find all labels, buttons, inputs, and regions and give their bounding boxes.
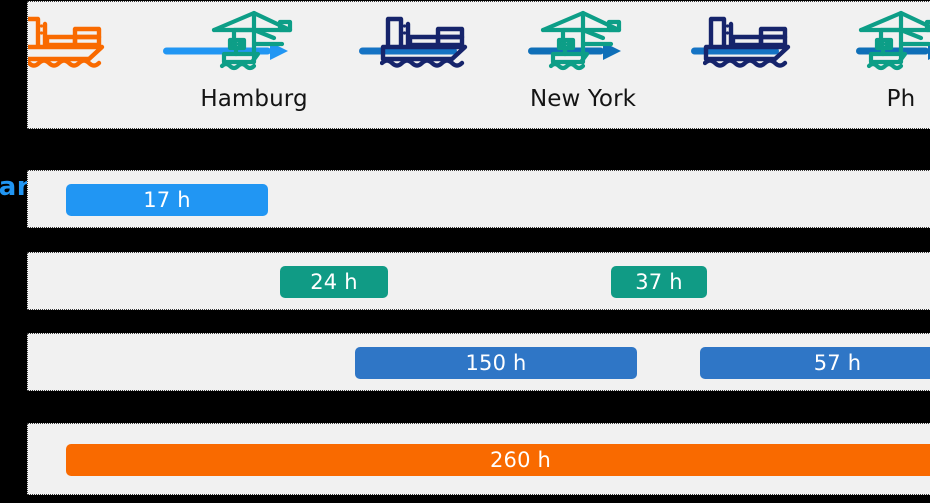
gantt-row: 17 h <box>27 170 930 228</box>
gantt-bar[interactable]: 57 h <box>700 347 930 379</box>
route-connector-4 <box>691 40 779 62</box>
gantt-bar[interactable]: 150 h <box>355 347 637 379</box>
cargo-ship-icon <box>28 10 128 72</box>
gantt-bar[interactable]: 260 h <box>66 444 930 476</box>
gantt-bar[interactable]: 17 h <box>66 184 268 216</box>
route-node-6: Ph <box>836 10 930 112</box>
port-crane-icon <box>518 10 648 72</box>
route-node-label: Ph <box>886 86 916 112</box>
route-node-label: Hamburg <box>200 86 308 112</box>
route-node-3 <box>361 10 491 86</box>
route-node-1 <box>28 10 128 86</box>
route-node-label: New York <box>529 86 637 112</box>
port-crane-icon <box>836 10 930 72</box>
route-node-2: Hamburg <box>189 10 319 112</box>
gantt-row: 260 h <box>27 423 930 495</box>
gantt-bar[interactable]: 37 h <box>611 266 707 298</box>
port-crane-icon <box>189 10 319 72</box>
route-header-strip: Hamburg New York <box>27 1 930 129</box>
gantt-row: 150 h 57 h <box>27 333 930 391</box>
gantt-bar[interactable]: 24 h <box>280 266 388 298</box>
cargo-ship-icon <box>361 10 491 72</box>
route-track: Hamburg New York <box>28 2 930 128</box>
route-node-4: New York <box>518 10 648 112</box>
cargo-ship-icon <box>684 10 814 72</box>
gantt-row: 24 h 37 h <box>27 252 930 310</box>
route-node-5 <box>684 10 814 86</box>
